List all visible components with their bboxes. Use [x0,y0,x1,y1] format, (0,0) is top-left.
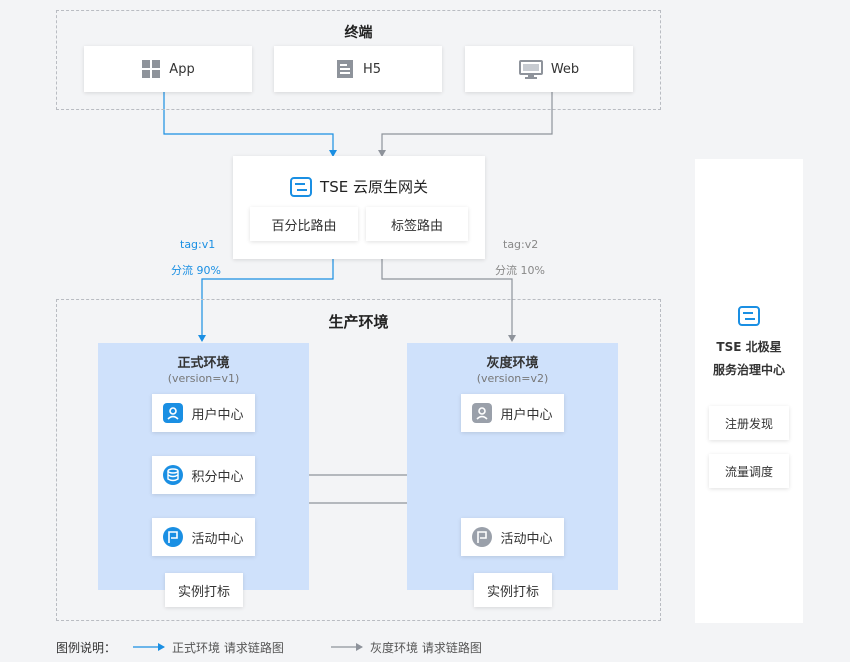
formal-user-center-card: 用户中心 [152,394,255,432]
terminal-title: 终端 [344,25,373,41]
left-split-label: 分流 90% [171,264,221,277]
gateway-icon [290,176,313,197]
user-icon [163,403,184,423]
gray-activity-center-card: 活动中心 [461,518,564,556]
traffic-scheduling-label: 流量调度 [724,464,773,479]
register-discovery-label: 注册发现 [724,416,773,431]
gray-env-title: 灰度环境 [486,356,539,371]
formal-tagging-card: 实例打标 [165,573,243,607]
app-label: App [169,61,195,77]
monitor-icon [518,59,543,79]
points-center-label: 积分中心 [191,469,244,485]
polaris-title-line2: 服务治理中心 [712,363,785,377]
flag-icon [163,527,184,547]
web-to-gateway-line [378,92,553,157]
gateway-to-gray-line [381,259,516,342]
gray-activity-center-label: 活动中心 [500,531,553,547]
polaris-icon [738,306,760,330]
app-card: App [84,46,252,92]
legend-gray-text: 灰度环境 请求链路图 [370,641,482,655]
h5-card: H5 [274,46,442,92]
gray-tagging-card: 实例打标 [474,573,552,607]
percent-route-label: 百分比路由 [271,218,337,234]
web-label: Web [550,61,580,77]
gray-user-center-label: 用户中心 [500,407,553,423]
gray-env-version: (version=v2) [476,372,549,385]
formal-activity-center-card: 活动中心 [152,518,255,556]
h5-page-icon [335,59,355,79]
gray-tagging-label: 实例打标 [486,584,539,600]
polaris-icon-wrap [695,306,803,330]
left-tag-label: tag:v1 [180,238,216,251]
legend-formal-text: 正式环境 请求链路图 [172,641,284,655]
web-card: Web [465,46,633,92]
traffic-scheduling-card: 流量调度 [709,454,789,488]
flag-icon [472,527,493,547]
database-icon [163,465,184,485]
production-region [56,299,661,621]
h5-label: H5 [362,61,382,77]
app-grid-icon [141,59,161,79]
tag-route-label: 标签路由 [390,218,443,234]
user-icon [472,403,493,423]
right-tag-label: tag:v2 [503,238,539,251]
production-title: 生产环境 [328,313,389,331]
gray-user-center-card: 用户中心 [461,394,564,432]
app-to-gateway-line [163,92,337,157]
points-center-card: 积分中心 [152,456,255,494]
right-split-label: 分流 10% [495,264,545,277]
formal-activity-center-label: 活动中心 [191,531,244,547]
formal-tagging-label: 实例打标 [177,584,230,600]
polaris-title-line1: TSE 北极星 [716,340,782,354]
gateway-title: TSE 云原生网关 [320,178,428,196]
formal-user-center-label: 用户中心 [191,407,244,423]
polaris-panel [695,159,803,623]
gateway-header: TSE 云原生网关 [233,176,485,197]
gateway-to-formal-line [198,259,334,342]
register-discovery-card: 注册发现 [709,406,789,440]
formal-env-title: 正式环境 [177,356,230,371]
terminal-region [56,10,661,110]
percent-route-card: 百分比路由 [250,207,358,241]
legend-label: 图例说明： [56,641,117,655]
formal-env-version: (version=v1) [167,372,240,385]
tag-route-card: 标签路由 [366,207,468,241]
